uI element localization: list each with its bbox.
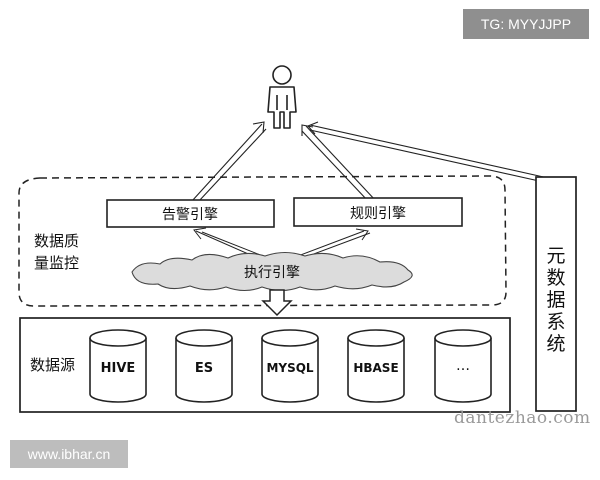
- alert-engine-label: 告警引擎: [162, 207, 218, 223]
- data-source-box: [19, 317, 511, 413]
- author-watermark: dantezhao.com: [454, 408, 591, 428]
- tg-watermark: TG: MYYJJPP: [463, 9, 589, 39]
- datasource-hbase: [347, 329, 405, 403]
- metadata-char-1: 元: [546, 245, 565, 267]
- rule-engine-label: 规则引擎: [350, 206, 406, 222]
- quality-monitor-boundary: [18, 175, 507, 307]
- data-source-label: 数据源: [30, 356, 75, 374]
- exec-engine-cloud: [131, 251, 413, 292]
- datasource-more: [434, 329, 492, 403]
- metadata-char-4: 系: [546, 311, 565, 333]
- metadata-system-box: [535, 176, 577, 412]
- datasource-more-label: …: [456, 358, 470, 374]
- datasource-mysql-label: MYSQL: [266, 361, 313, 375]
- quality-monitor-label-line2: 量监控: [34, 254, 79, 272]
- alert-engine-box: [106, 199, 275, 228]
- datasource-hive-label: HIVE: [101, 361, 136, 376]
- metadata-char-2: 数: [546, 267, 565, 289]
- quality-monitor-label-line1: 数据质: [34, 232, 79, 250]
- alert-to-user-arrow: [191, 121, 267, 202]
- datasource-es: [175, 329, 233, 403]
- metadata-char-3: 据: [546, 289, 565, 311]
- exec-engine-label: 执行引擎: [244, 265, 300, 281]
- rule-engine-box: [293, 197, 463, 227]
- datasource-mysql: [261, 329, 319, 403]
- site-watermark: www.ibhar.cn: [10, 440, 128, 468]
- rule-to-user-arrow: [301, 124, 377, 202]
- datasource-es-label: ES: [195, 361, 213, 376]
- datasource-hive: [89, 329, 147, 403]
- exec-to-datasource-arrow: [261, 289, 293, 317]
- datasource-hbase-label: HBASE: [353, 361, 398, 375]
- user-icon: [267, 65, 297, 129]
- metadata-to-user-arrow: [307, 121, 549, 184]
- metadata-char-5: 统: [546, 333, 565, 355]
